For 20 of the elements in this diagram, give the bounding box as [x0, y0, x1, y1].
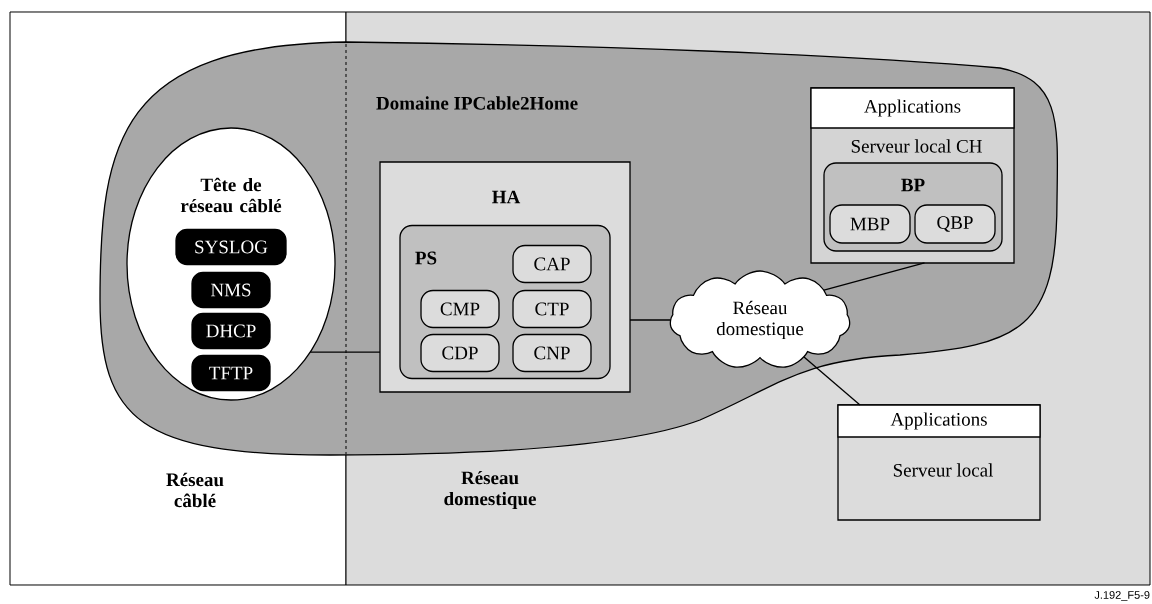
connector-line [823, 262, 926, 291]
figure-number: J.192_F5-9 [1094, 591, 1150, 601]
module-pill: CTP [512, 289, 592, 329]
region-label: Réseau domestique [444, 470, 536, 510]
connector-line [803, 356, 861, 406]
module-pill: CDP [420, 333, 500, 373]
region-label: Réseau câblé [166, 472, 224, 508]
server-pill: SYSLOG [175, 228, 287, 266]
module-pill: CAP [512, 244, 592, 284]
server-box: Applications Serveur local [837, 404, 1041, 521]
connector-line [309, 351, 381, 353]
server-pill: DHCP [191, 312, 271, 350]
network-cloud: Réseau domestique [669, 270, 851, 368]
module-pill: CNP [512, 333, 592, 373]
server-pill: NMS [191, 271, 271, 309]
server-pill: TFTP [191, 354, 271, 392]
module-pill: CMP [420, 289, 500, 329]
connector-line [629, 319, 672, 321]
module-pill: QBP [914, 204, 996, 244]
module-pill: MBP [829, 204, 911, 244]
